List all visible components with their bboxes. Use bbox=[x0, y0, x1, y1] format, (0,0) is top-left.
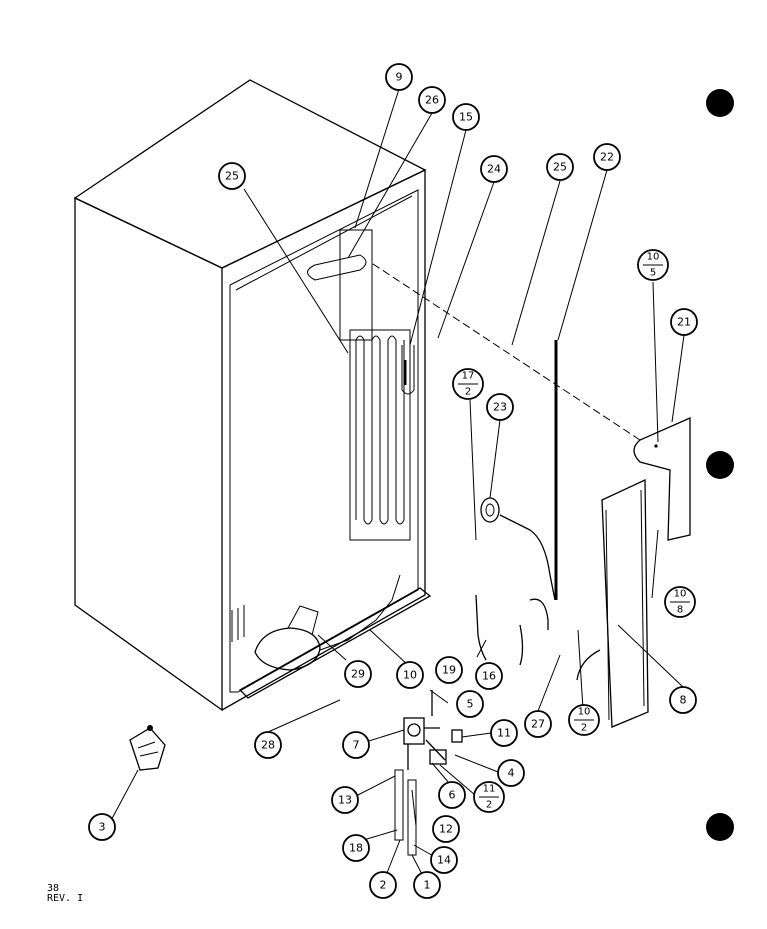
punch-hole-marks bbox=[706, 89, 734, 841]
svg-text:19: 19 bbox=[442, 664, 456, 677]
callout-4: 4 bbox=[497, 759, 525, 787]
callout-24: 24 bbox=[480, 155, 508, 183]
svg-text:22: 22 bbox=[600, 151, 614, 164]
svg-text:18: 18 bbox=[349, 842, 363, 855]
svg-text:21: 21 bbox=[677, 316, 691, 329]
condenser-coil bbox=[307, 229, 415, 541]
lower-rear-panel bbox=[601, 478, 649, 728]
svg-text:8: 8 bbox=[680, 694, 687, 707]
refrigerator-cabinet bbox=[73, 79, 427, 712]
svg-text:10: 10 bbox=[674, 589, 687, 600]
rear-access-cover bbox=[369, 261, 691, 541]
svg-text:11: 11 bbox=[497, 727, 511, 740]
svg-text:25: 25 bbox=[553, 161, 567, 174]
callout-8: 8 bbox=[669, 686, 697, 714]
callout-26: 26 bbox=[418, 86, 446, 114]
callout-28: 28 bbox=[254, 731, 282, 759]
callout-19: 19 bbox=[435, 656, 463, 684]
svg-text:7: 7 bbox=[353, 739, 360, 752]
svg-text:5: 5 bbox=[467, 698, 474, 711]
svg-text:3: 3 bbox=[99, 821, 106, 834]
callout-5: 5 bbox=[456, 690, 484, 718]
svg-text:17: 17 bbox=[462, 371, 475, 382]
svg-text:9: 9 bbox=[396, 71, 403, 84]
svg-text:4: 4 bbox=[508, 767, 515, 780]
svg-text:15: 15 bbox=[459, 111, 473, 124]
callout-11-over-2: 11 2 bbox=[473, 781, 505, 813]
callout-10-over-5: 10 5 bbox=[637, 249, 669, 281]
svg-text:12: 12 bbox=[439, 823, 453, 836]
callout-6: 6 bbox=[438, 781, 466, 809]
svg-text:28: 28 bbox=[261, 739, 275, 752]
svg-text:25: 25 bbox=[225, 170, 239, 183]
callout-9: 9 bbox=[385, 63, 413, 91]
svg-text:2: 2 bbox=[380, 879, 387, 892]
revision-label: REV. I bbox=[47, 893, 84, 904]
tubing bbox=[475, 340, 601, 681]
svg-text:10: 10 bbox=[647, 252, 660, 263]
callout-16: 16 bbox=[475, 662, 503, 690]
callout-27: 27 bbox=[524, 710, 552, 738]
callout-11: 11 bbox=[490, 719, 518, 747]
callout-22: 22 bbox=[593, 143, 621, 171]
callout-21: 21 bbox=[670, 308, 698, 336]
svg-text:1: 1 bbox=[424, 879, 431, 892]
svg-text:2: 2 bbox=[486, 800, 492, 811]
callout-2: 2 bbox=[369, 871, 397, 899]
svg-text:24: 24 bbox=[487, 163, 501, 176]
callout-10: 10 bbox=[396, 661, 424, 689]
callout-18: 18 bbox=[342, 834, 370, 862]
callout-15: 15 bbox=[452, 103, 480, 131]
callout-13: 13 bbox=[331, 786, 359, 814]
svg-text:16: 16 bbox=[482, 670, 496, 683]
callout-25-right: 25 bbox=[546, 153, 574, 181]
compressor-base bbox=[231, 574, 432, 699]
page-number: 38 bbox=[47, 883, 60, 894]
callout-23: 23 bbox=[486, 393, 514, 421]
svg-text:10: 10 bbox=[578, 707, 591, 718]
callout-3: 3 bbox=[88, 813, 116, 841]
svg-text:29: 29 bbox=[351, 668, 365, 681]
svg-text:5: 5 bbox=[650, 268, 656, 279]
leader-lines bbox=[107, 88, 685, 881]
defrost-timer-part bbox=[129, 725, 166, 771]
svg-text:2: 2 bbox=[581, 723, 587, 734]
svg-text:6: 6 bbox=[449, 789, 456, 802]
callout-10-over-8: 10 8 bbox=[664, 586, 696, 618]
callout-7: 7 bbox=[342, 731, 370, 759]
page-reference: 38 REV. I bbox=[47, 884, 83, 904]
callout-14: 14 bbox=[430, 846, 458, 874]
callout-29: 29 bbox=[344, 660, 372, 688]
svg-text:2: 2 bbox=[465, 387, 471, 398]
svg-text:13: 13 bbox=[338, 794, 352, 807]
svg-text:11: 11 bbox=[483, 784, 496, 795]
callout-25-left: 25 bbox=[218, 162, 246, 190]
callout-17-over-2: 17 2 bbox=[452, 368, 484, 400]
callout-10-over-2: 10 2 bbox=[568, 704, 600, 736]
svg-text:23: 23 bbox=[493, 401, 507, 414]
svg-text:26: 26 bbox=[425, 94, 439, 107]
svg-text:27: 27 bbox=[531, 718, 545, 731]
callout-1: 1 bbox=[413, 871, 441, 899]
svg-text:14: 14 bbox=[437, 854, 451, 867]
callout-12: 12 bbox=[432, 815, 460, 843]
svg-text:8: 8 bbox=[677, 605, 683, 616]
svg-text:10: 10 bbox=[403, 669, 417, 682]
